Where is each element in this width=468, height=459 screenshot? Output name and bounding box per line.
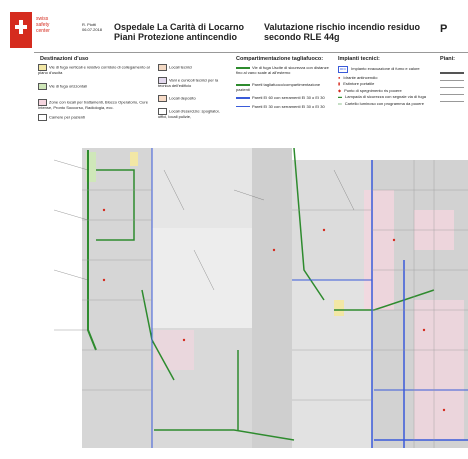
floor-plan: [53, 147, 468, 448]
green-line-icon: [236, 66, 250, 69]
legend-use-item: Vie di fuga orizzontali: [38, 82, 158, 90]
legend-comp-item: Pareti tagliafuoco/compartimentazione pa…: [236, 82, 321, 92]
treatment-zone: [154, 330, 194, 370]
title-left: Ospedale La Carità di Locarno Piani Prot…: [114, 22, 245, 42]
title-corner: P: [440, 23, 448, 35]
legend-use-item: Locali d'esercizio: spogliatoi, uffici, …: [158, 107, 220, 119]
logo-text: swiss safety center: [36, 16, 50, 34]
legend-tech-item: ▭Cartello luminoso con programma da pooe…: [338, 100, 424, 106]
stair-zone: [130, 152, 138, 166]
legend-tech-header: Impianti tecnici:: [338, 56, 380, 62]
escape-route-line: [293, 147, 325, 301]
annotation-leaders: [53, 159, 355, 331]
extinguisher-icon: ▮: [338, 81, 341, 86]
legend-tech-item: ◆Punto di spegnimento ris pooere: [338, 87, 402, 93]
legend-comp-list: Vie di fuga Uscite di sicurezza con dist…: [236, 65, 332, 110]
legend-comp-item: Pareti EI 60 con serramenti EI 30 o EI 3…: [236, 95, 332, 101]
swatch-icon: [158, 94, 167, 102]
swatch-icon: [158, 64, 167, 71]
floor-key-diagram: [440, 66, 464, 116]
legend-use-item: Camere per pazienti: [38, 114, 158, 121]
legend-tech-item: ●Idrante antincendio: [338, 74, 378, 80]
blue-thin-line-icon: [236, 105, 250, 107]
legend-use-list: Vie di fuga verticali e relativo corrido…: [38, 64, 158, 121]
escape-route-zone: [86, 152, 96, 182]
hydrant-markers: [102, 208, 446, 412]
wing-northeast: [292, 160, 372, 280]
hydrant-icon: ●: [338, 74, 341, 80]
powder-point-icon: ◆: [338, 87, 342, 93]
legend-use-list-right: Locali tecnici Vani e cunicoli tecnici p…: [158, 64, 228, 119]
rfc-icon: RFC: [338, 66, 349, 73]
escape-route-line: [154, 429, 295, 441]
central-courtyard: [152, 228, 252, 328]
exit-lamp-icon: ▬: [338, 94, 342, 99]
wing-west: [82, 148, 152, 448]
corridor-block: [252, 148, 292, 448]
title-right: Valutazione rischio incendio residuo sec…: [264, 22, 421, 42]
room-grid: [82, 160, 468, 448]
wing-east: [292, 280, 372, 448]
legend-use-item: Vani e cunicoli tecnici per la tecnica d…: [158, 77, 219, 88]
lit-sign-icon: ▭: [338, 100, 342, 106]
central-courtyard-top: [152, 148, 252, 228]
swatch-icon: [38, 114, 47, 121]
blue-line-icon: [236, 96, 250, 99]
legend-use-item: Vie di fuga verticali e relativo corrido…: [38, 64, 150, 75]
swiss-cross-logo: [10, 12, 32, 48]
legend-comp-item: Vie di fuga Uscite di sicurezza con dist…: [236, 65, 329, 75]
stair-zone: [334, 300, 344, 316]
legend-comp-header: Compartimentazione tagliafuoco:: [236, 56, 324, 62]
legend-tech-item: ▬Lampada di sicurezza con segnale via di…: [338, 94, 426, 99]
legend-floors-header: Piani:: [440, 56, 455, 62]
meta-info: R. Piotti 06.07.2018: [82, 22, 103, 32]
treatment-zone: [414, 300, 464, 440]
legend-use-item: Locali deposito: [158, 94, 228, 102]
header-divider: [34, 52, 468, 53]
legend-use-item: Zone con locali per trattamenti, Blocco …: [38, 98, 148, 110]
legend-tech-item: ▮Estintore portatile: [338, 81, 375, 86]
green-line-icon: [236, 83, 250, 86]
legend-use-header: Destinazioni d'uso: [40, 56, 89, 62]
treatment-zone: [364, 190, 394, 310]
legend-use-item: Locali tecnici: [158, 64, 228, 71]
legend-comp-item: Pareti EI 30 con serramenti EI 30 o EI 3…: [236, 104, 332, 110]
swatch-icon: [38, 82, 47, 90]
escape-route-line: [96, 169, 135, 241]
